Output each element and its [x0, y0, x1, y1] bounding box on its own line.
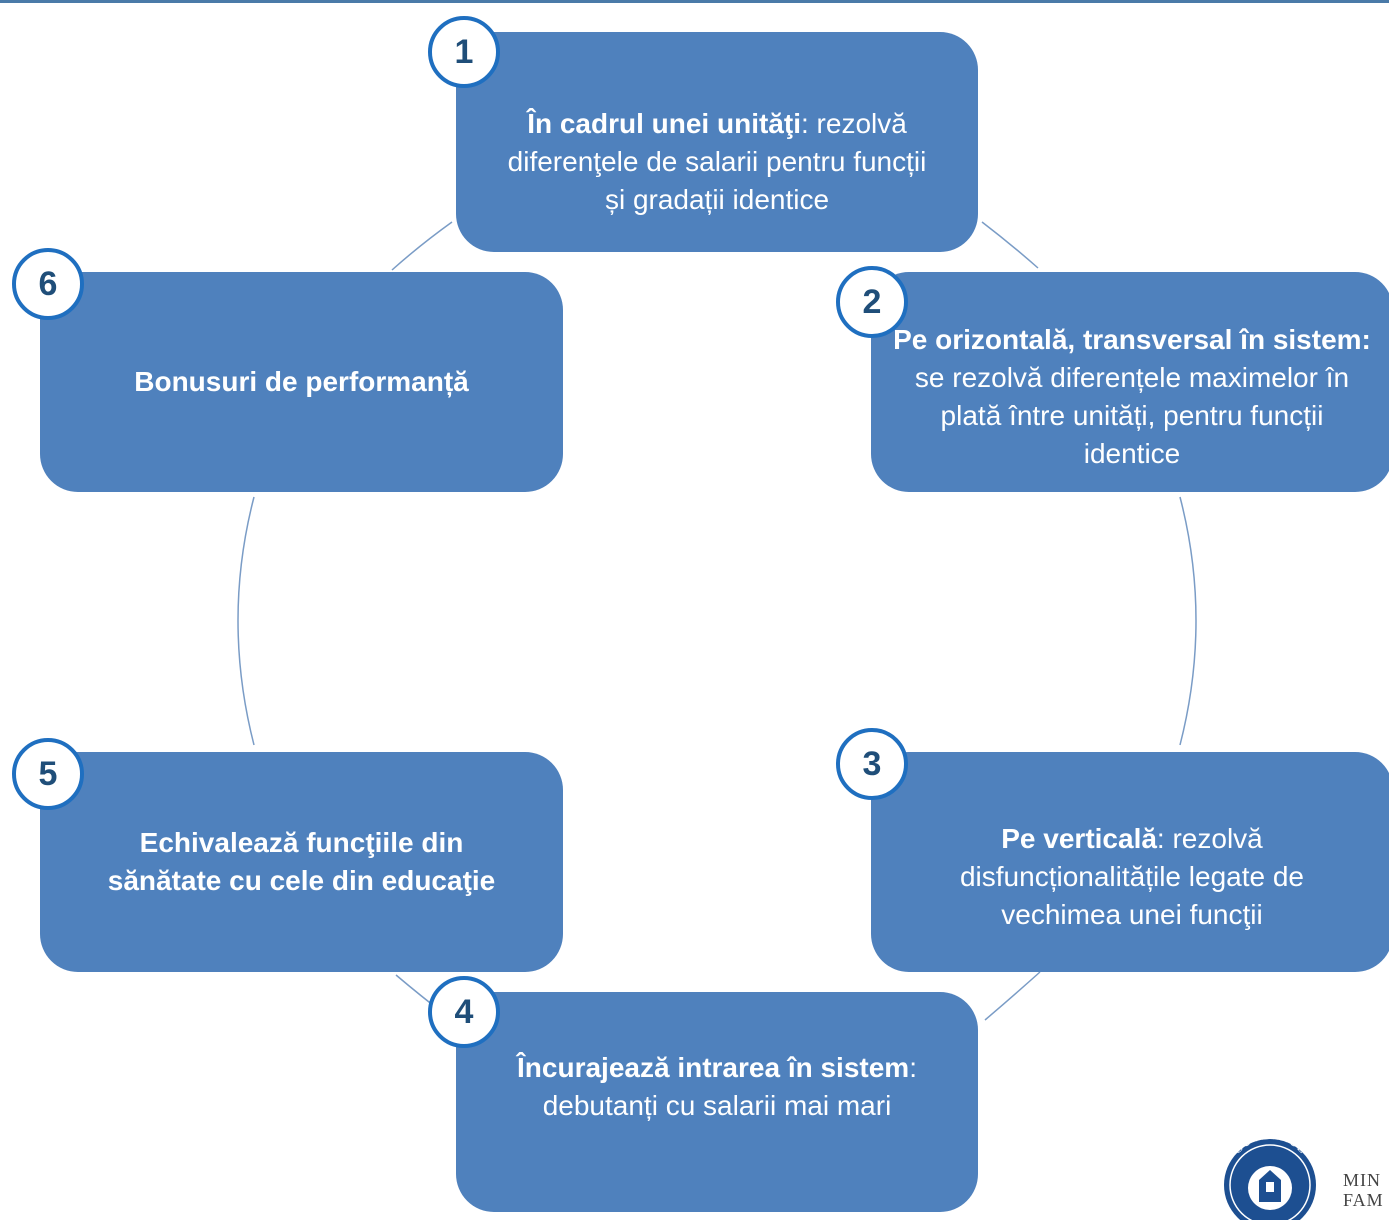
step-6-title: Bonusuri de performanță [134, 365, 469, 397]
step-3-text: : rezolvă disfuncționalitățile legate de… [959, 822, 1304, 931]
step-3-title: Pe verticală [1001, 822, 1157, 854]
top-rule [0, 0, 1389, 3]
step-box-6: Bonusuri de performanță [40, 272, 563, 492]
connector-6-1 [391, 221, 453, 271]
step-1-text: : rezolvă diferenţele de salarii pentru … [507, 107, 927, 216]
connector-1-2 [981, 221, 1039, 269]
connector-5-6 [237, 496, 255, 746]
step-badge-1: 1 [428, 16, 500, 88]
step-badge-3: 3 [836, 728, 908, 800]
logo-text-line-2: FAM [1343, 1190, 1384, 1210]
step-box-5: Echivalează funcţiile din sănătate cu ce… [40, 752, 563, 972]
step-badge-5: 5 [12, 738, 84, 810]
step-badge-6: 6 [12, 248, 84, 320]
step-5-title: Echivalează funcţiile din sănătate cu ce… [107, 826, 496, 896]
step-box-1: În cadrul unei unităţi: rezolvă diferenţ… [456, 32, 978, 252]
step-4-title: Încurajează intrarea în sistem [517, 1051, 910, 1083]
government-seal-logo: GUVERNUL [1224, 1130, 1316, 1220]
step-box-4: Încurajează intrarea în sistem: debutanț… [456, 992, 978, 1212]
step-4-text: : debutanți cu salarii mai mari [542, 1051, 917, 1121]
logo-text-line-1: MIN [1343, 1170, 1381, 1190]
connector-3-4 [984, 971, 1041, 1021]
step-box-3: Pe verticală: rezolvă disfuncționalități… [871, 752, 1389, 972]
step-badge-4: 4 [428, 976, 500, 1048]
step-box-2: Pe orizontală, transversal în sistem: se… [871, 272, 1389, 492]
step-badge-2: 2 [836, 266, 908, 338]
connector-2-3 [1179, 496, 1197, 746]
step-1-title: În cadrul unei unităţi [527, 107, 801, 139]
step-2-title: Pe orizontală, transversal în sistem: [893, 323, 1371, 355]
step-2-text: se rezolvă diferențele maximelor în plat… [914, 361, 1350, 470]
